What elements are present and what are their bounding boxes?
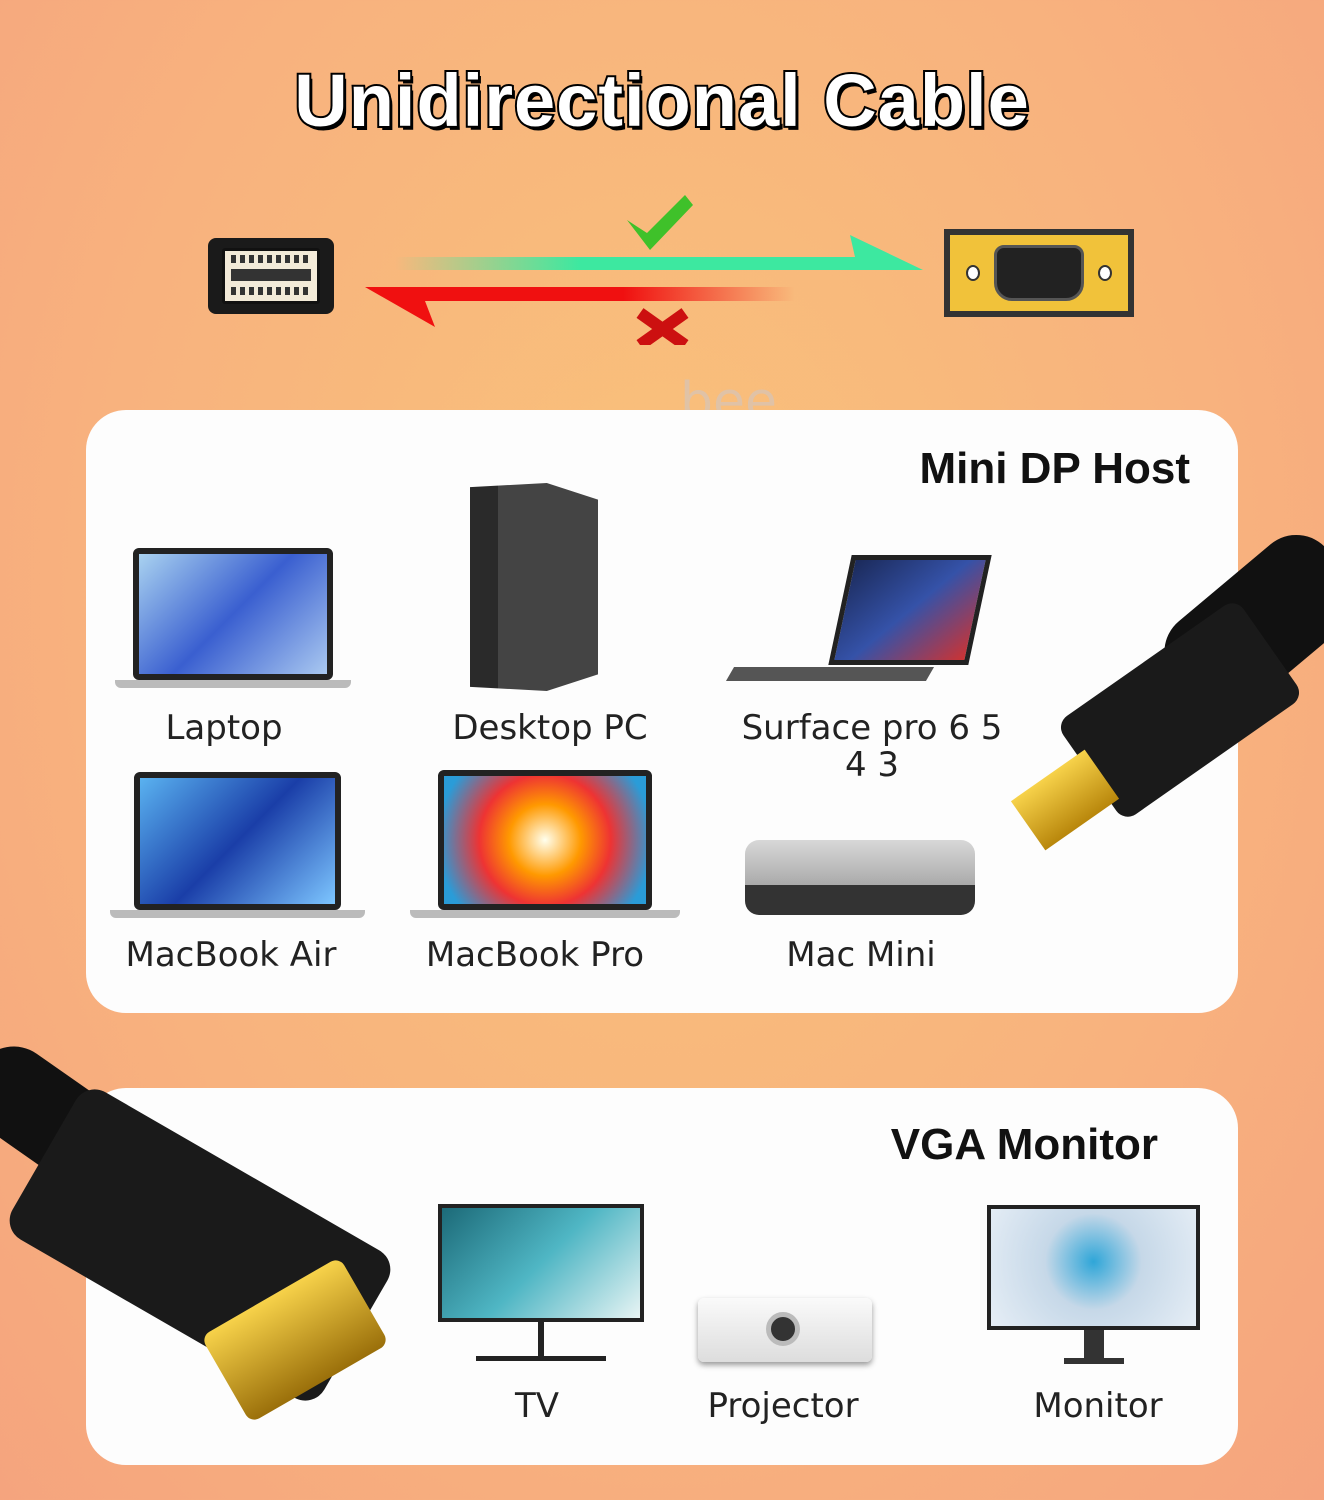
surface-pro-image (725, 555, 992, 685)
device-label: Desktop PC (452, 708, 648, 748)
cross-icon (636, 308, 689, 345)
host-heading: Mini DP Host (919, 444, 1190, 493)
forward-arrow (395, 235, 923, 270)
device-label: Surface pro 6 5 (741, 708, 1003, 748)
device-label: Projector (707, 1386, 859, 1426)
vga-port-icon (944, 229, 1134, 317)
macbook-air-image (110, 772, 365, 918)
device-label: TV (514, 1386, 560, 1426)
page-title: Unidirectional Cable (292, 57, 1030, 144)
macbook-pro-image (410, 770, 680, 918)
mac-mini-image (745, 840, 975, 915)
device-label: Mac Mini (786, 935, 936, 975)
device-label: MacBook Air (125, 935, 337, 975)
monitor-image (987, 1205, 1200, 1368)
projector-image (698, 1298, 872, 1362)
mini-dp-cable-image (1010, 518, 1324, 885)
tv-image (438, 1204, 644, 1366)
direction-arrows (365, 195, 923, 345)
device-label-line2: 4 3 (844, 745, 900, 785)
device-label: MacBook Pro (425, 935, 645, 975)
monitor-heading: VGA Monitor (890, 1120, 1158, 1169)
reverse-arrow (365, 287, 795, 327)
mini-dp-port-icon (208, 238, 334, 314)
desktop-pc-image (470, 483, 598, 691)
vga-cable-image (0, 1030, 400, 1424)
device-label: Laptop (165, 708, 283, 748)
device-label: Monitor (1033, 1386, 1163, 1426)
laptop-image (115, 548, 351, 690)
check-icon (627, 195, 693, 250)
